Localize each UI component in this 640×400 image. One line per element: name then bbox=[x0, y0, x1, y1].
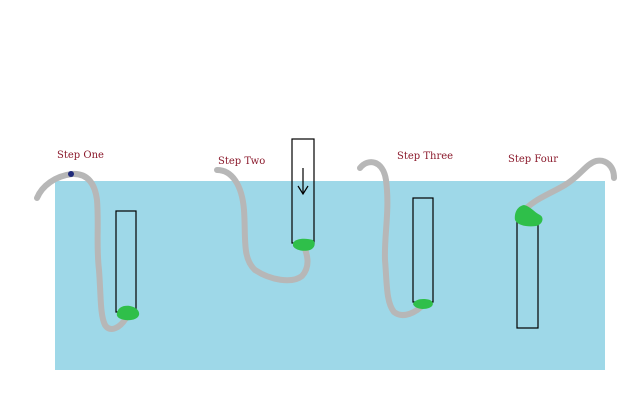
step-three-label: Step Three bbox=[397, 151, 454, 162]
step-three-string bbox=[357, 159, 428, 318]
step-three-blob bbox=[413, 299, 433, 309]
step-four-label: Step Four bbox=[508, 154, 558, 165]
step-four-group bbox=[514, 157, 617, 329]
down-arrow-icon bbox=[297, 168, 309, 196]
water-region bbox=[55, 181, 605, 370]
step-one-blob bbox=[116, 305, 140, 321]
step-four-blob bbox=[514, 205, 543, 227]
step-two-label: Step Two bbox=[218, 156, 266, 167]
step-two-blob bbox=[293, 238, 315, 251]
step-two-group bbox=[214, 138, 315, 284]
step-one-group bbox=[34, 170, 140, 332]
step-two-string bbox=[214, 167, 311, 284]
step-three-group bbox=[357, 159, 434, 318]
anchor-dot-icon bbox=[68, 171, 74, 177]
step-one-label: Step One bbox=[57, 150, 104, 161]
step-four-string bbox=[519, 157, 617, 216]
